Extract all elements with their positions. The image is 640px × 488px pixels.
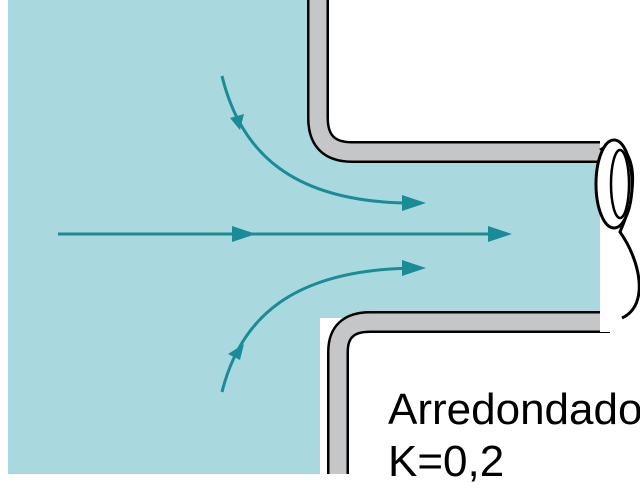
upper-pipe-wall — [307, 0, 610, 163]
arrow-lower-start — [228, 344, 244, 360]
caption-line-2: K=0,2 — [388, 437, 505, 486]
streamline-lower — [220, 266, 421, 393]
arrow-upper-start — [230, 114, 244, 130]
reservoir-fluid — [8, 0, 320, 474]
streamline-upper — [220, 75, 421, 205]
pipe-entrance-diagram — [8, 0, 640, 474]
arrow-lower-end — [402, 260, 426, 276]
caption-line-1: Arredondado — [388, 385, 640, 434]
pipe-end-opening — [594, 138, 634, 230]
arrow-upper-end — [402, 195, 426, 211]
arrow-center-mid — [232, 226, 256, 242]
arrow-center-end — [488, 226, 512, 242]
